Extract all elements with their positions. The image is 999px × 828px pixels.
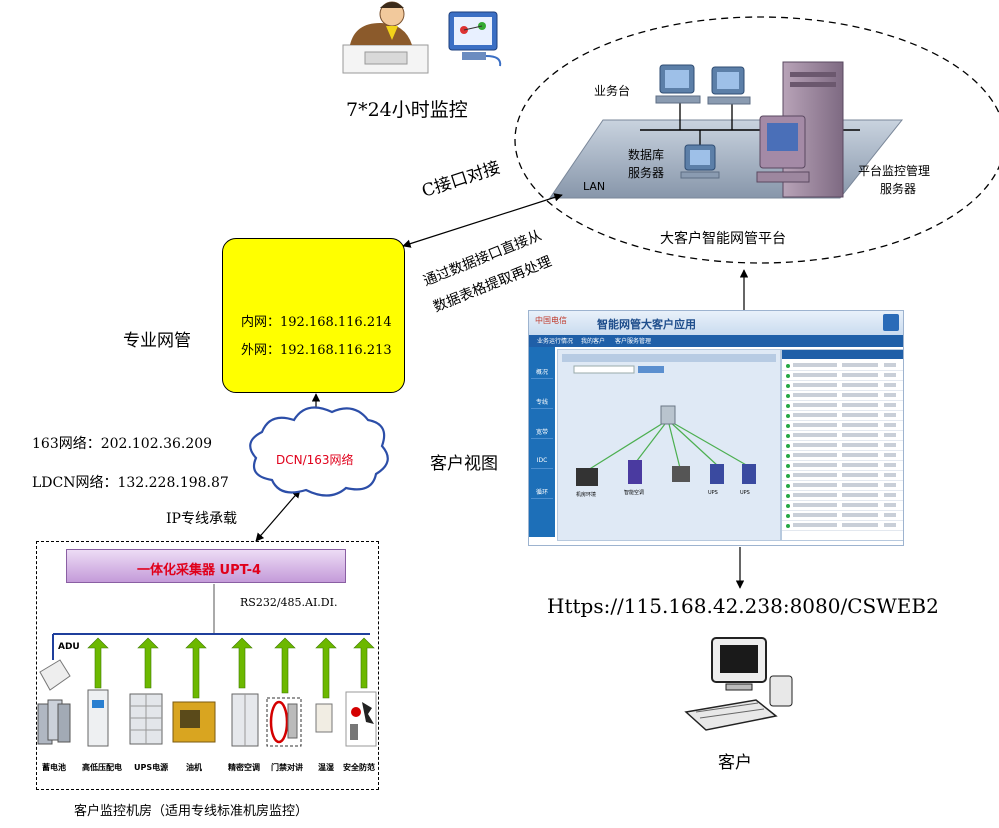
nav-tab-3: 客户服务管理 (615, 338, 652, 345)
battery-icon (37, 699, 71, 745)
operator-icon (342, 1, 429, 74)
room-caption: 客户监控机房（适用专线标准机房监控） (74, 804, 309, 819)
adu-device-icon (39, 659, 71, 691)
customer-computer-icon (684, 637, 793, 731)
status-grid (781, 349, 903, 541)
internal-ip-text: 内网：192.168.116.214 (241, 315, 392, 330)
side-item-1: 概况 (531, 351, 553, 379)
device-label-access: 门禁对讲 (271, 763, 303, 772)
device-label-ups: UPS电源 (134, 763, 169, 772)
side-item-4: IDC (531, 441, 553, 469)
nav-tab-2: 我的客户 (581, 338, 606, 345)
topo-node-label-4: UPS (740, 490, 750, 496)
app-nav: 业务运行情况 我的客户 客户服务管理 (529, 335, 903, 347)
nms-label: 专业网管 (123, 331, 191, 351)
side-item-3: 宽带 (531, 411, 553, 439)
customer-view-screenshot: 中国电信 智能网管大客户应用 业务运行情况 我的客户 客户服务管理 概况 专线 … (528, 310, 904, 546)
device-label-distribution: 高低压配电 (82, 763, 122, 772)
collector-bar: 一体化采集器 UPT-4 (66, 549, 346, 583)
temp-humidity-icon (315, 703, 333, 733)
security-alarm-icon (345, 691, 377, 747)
db-server-label-1: 数据库 (628, 148, 665, 162)
c-interface-arrow (402, 193, 563, 248)
dcn-cloud-shape (249, 406, 389, 497)
nms-box: 内网：192.168.116.214 外网：192.168.116.213 (222, 238, 405, 393)
app-title: 智能网管大客户应用 (597, 318, 696, 331)
database-server-icon (680, 144, 720, 179)
device-arrows (87, 637, 375, 699)
ip-line-arrow (255, 489, 301, 542)
device-label-ac: 精密空调 (228, 763, 260, 772)
customer-url: Https://115.168.42.238:8080/CSWEB2 (547, 594, 939, 618)
ip-line-label: IP专线承载 (166, 511, 237, 527)
device-label-generator: 油机 (186, 763, 202, 772)
topology-panel: 机房环境 智能空调 UPS UPS (557, 349, 781, 541)
collector-label: 一体化采集器 UPT-4 (137, 563, 262, 578)
customer-room-box (36, 541, 379, 790)
topo-node-label-1: 机房环境 (576, 491, 596, 498)
monitor-screen-icon (448, 11, 502, 67)
ups-icon (129, 693, 163, 745)
adu-label: ADU (58, 642, 80, 652)
management-server-icon (756, 61, 844, 198)
nav-tab-1: 业务运行情况 (537, 338, 574, 345)
app-logo: 中国电信 (535, 316, 567, 325)
db-server-label-2: 服务器 (628, 166, 665, 180)
platform-boundary (514, 16, 999, 264)
distribution-cabinet-icon (87, 689, 109, 747)
ldcn-label: LDCN网络：132.228.198.87 (32, 475, 229, 491)
customer-view-label: 客户视图 (430, 454, 498, 474)
monitor-label: 7*24小时监控 (346, 99, 468, 121)
platform-title: 大客户智能网管平台 (660, 231, 786, 247)
workstation-label: 业务台 (594, 84, 631, 98)
external-ip-text: 外网：192.168.116.213 (241, 343, 392, 358)
net163-label: 163网络：202.102.36.209 (32, 436, 213, 452)
lan-label: LAN (583, 180, 606, 193)
precision-ac-icon (231, 693, 259, 747)
workstation-icon-1 (655, 64, 701, 104)
device-label-temp: 温湿 (318, 763, 334, 772)
side-item-5: 循环 (531, 471, 553, 499)
device-label-battery: 蓄电池 (42, 763, 66, 772)
app-header: 中国电信 智能网管大客户应用 (529, 311, 903, 335)
side-item-2: 专线 (531, 381, 553, 409)
customer-label: 客户 (718, 753, 752, 773)
topo-node-label-3: UPS (708, 490, 718, 496)
topology-graph: 机房环境 智能空调 UPS UPS (562, 354, 776, 498)
access-control-icon (266, 697, 302, 747)
topo-node-label-2: 智能空调 (624, 489, 644, 496)
generator-icon (172, 701, 216, 743)
mgmt-server-label-2: 服务器 (880, 182, 917, 196)
cloud-label: DCN/163网络 (276, 453, 354, 467)
mgmt-server-label-1: 平台监控管理 (858, 164, 931, 178)
user-icon (883, 314, 899, 331)
workstation-icon-2 (707, 66, 751, 105)
device-label-security: 安全防范 (343, 763, 375, 772)
app-side-menu: 概况 专线 宽带 IDC 循环 (529, 347, 555, 537)
rs232-label: RS232/485.AI.DI. (240, 596, 338, 609)
